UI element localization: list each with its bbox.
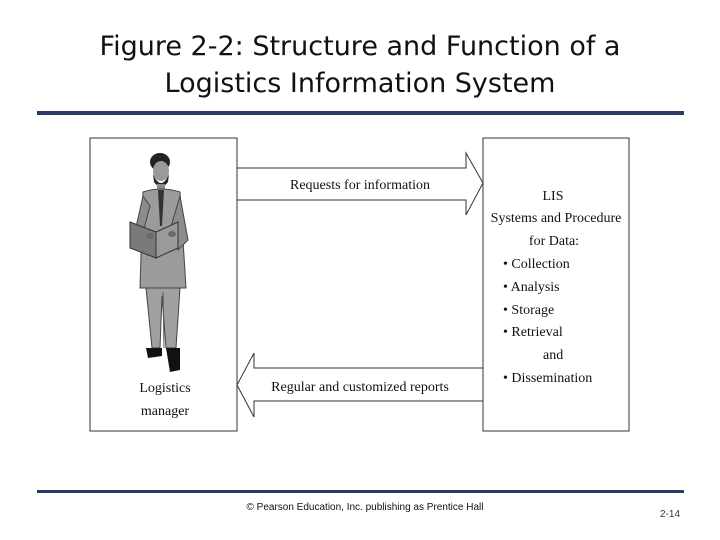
title-divider (37, 111, 684, 115)
lis-line-2: Systems and Procedure (491, 211, 622, 226)
manager-label-line-1: Logistics (139, 381, 190, 396)
businessman-figure (129, 153, 189, 372)
slide-title: Figure 2-2: Structure and Function of a … (40, 28, 680, 102)
footer-divider (37, 490, 684, 493)
lis-item-retrieval: • Retrieval (503, 325, 563, 340)
lis-item-storage: • Storage (503, 303, 554, 318)
reports-label: Regular and customized reports (271, 380, 449, 395)
copyright-footer: © Pearson Education, Inc. publishing as … (246, 502, 484, 513)
reports-arrow (236, 352, 484, 418)
lis-item-analysis: • Analysis (503, 280, 560, 295)
lis-line-1: LIS (543, 189, 564, 204)
title-line-2: Logistics Information System (164, 68, 556, 99)
requests-label: Requests for information (290, 178, 430, 193)
lis-line-3: for Data: (529, 234, 579, 249)
requests-arrow (236, 151, 484, 216)
lis-item-collection: • Collection (503, 257, 570, 272)
title-line-1: Figure 2-2: Structure and Function of a (99, 31, 621, 62)
manager-label-line-2: manager (141, 404, 190, 419)
lis-box (482, 137, 630, 432)
lis-item-dissemination: • Dissemination (503, 371, 592, 386)
lis-item-and: and (543, 348, 563, 363)
page-number: 2-14 (659, 509, 680, 520)
